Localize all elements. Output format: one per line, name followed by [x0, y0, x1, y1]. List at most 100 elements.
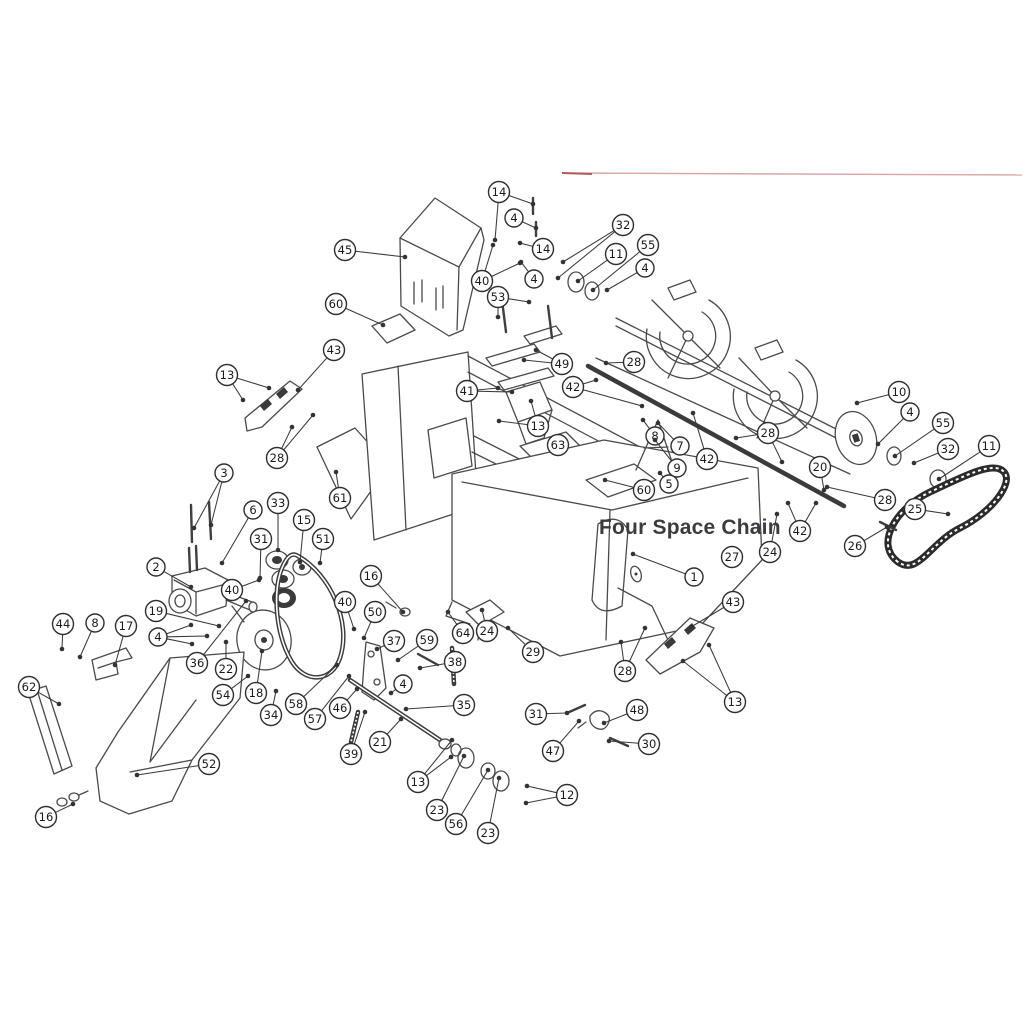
- callout-balloon: 4: [875, 402, 920, 447]
- balloon-number: 29: [526, 645, 541, 659]
- callout-balloon: 21: [368, 716, 404, 754]
- callout-balloon: 27: [720, 545, 744, 569]
- leader-line: [654, 439, 672, 462]
- balloon-number: 23: [430, 803, 445, 817]
- callout-balloon: 56: [444, 767, 491, 836]
- leader-line: [632, 553, 686, 575]
- leader-tip: [295, 387, 301, 393]
- balloon-circle: [393, 674, 413, 694]
- leader-line: [787, 502, 797, 522]
- leader-tip: [813, 500, 819, 506]
- leader-line: [299, 530, 304, 563]
- leader-line: [166, 624, 192, 635]
- balloon-circle: [504, 208, 524, 228]
- callout-balloon: 33: [266, 491, 290, 553]
- leader-tip: [243, 598, 249, 604]
- callout-balloon: 28: [265, 412, 316, 470]
- bearing-ring-part: [567, 271, 585, 293]
- leader-line: [692, 412, 705, 450]
- leader-line: [441, 755, 465, 801]
- mount-bolt-part: [189, 500, 213, 544]
- leader-line: [386, 718, 402, 735]
- balloon-number: 32: [941, 442, 956, 456]
- balloon-number: 11: [982, 439, 997, 453]
- balloon-circle: [645, 426, 665, 446]
- leader-tip: [223, 639, 229, 645]
- leader-line: [526, 785, 557, 794]
- balloon-circle: [244, 681, 268, 705]
- balloon-circle: [415, 628, 439, 652]
- leader-line: [708, 644, 732, 693]
- balloon-number: 14: [536, 242, 551, 256]
- leader-tip: [310, 412, 316, 418]
- balloon-circle: [185, 651, 209, 675]
- balloon-number: 42: [700, 452, 715, 466]
- balloon-circle: [368, 730, 392, 754]
- balloon-circle: [243, 500, 263, 520]
- balloon-circle: [85, 613, 105, 633]
- balloon-number: 30: [642, 737, 657, 751]
- balloon-number: 28: [618, 664, 633, 678]
- leader-line: [913, 452, 939, 464]
- balloon-circle: [322, 338, 346, 362]
- balloon-number: 46: [333, 701, 348, 715]
- leader-tip: [395, 657, 401, 663]
- balloon-circle: [292, 508, 316, 532]
- leader-line: [303, 664, 338, 698]
- callout-balloon: 24: [475, 607, 499, 643]
- leader-line: [772, 442, 783, 463]
- balloon-number: 13: [411, 775, 426, 789]
- balloon-circle: [214, 657, 238, 681]
- leader-tip: [655, 420, 661, 426]
- balloon-circle: [546, 433, 570, 457]
- leader-tip: [533, 225, 539, 231]
- leader-tip: [533, 347, 539, 353]
- leader-line: [363, 621, 372, 639]
- balloon-circle: [215, 363, 239, 387]
- balloon-number: 2: [152, 560, 159, 574]
- bearing-ring-part: [584, 281, 600, 301]
- balloon-circle: [455, 379, 479, 403]
- leader-tip: [361, 635, 367, 641]
- leader-tip: [362, 709, 368, 715]
- callout-balloon: 10: [854, 380, 911, 406]
- leader-line: [606, 272, 638, 291]
- leader-tip: [602, 477, 608, 483]
- balloon-circle: [220, 578, 244, 602]
- balloon-circle: [526, 414, 550, 438]
- leader-line: [61, 634, 64, 650]
- balloon-circle: [632, 478, 656, 502]
- callout-balloon: 28: [733, 421, 785, 465]
- balloon-number: 4: [906, 405, 913, 419]
- balloon-circle: [667, 458, 687, 478]
- balloon-number: 42: [566, 380, 581, 394]
- leader-tip: [189, 641, 195, 647]
- balloon-number: 63: [551, 438, 566, 452]
- leader-tip: [448, 754, 454, 760]
- callout-balloon: 4: [504, 208, 539, 231]
- callout-balloon: 31: [249, 527, 273, 581]
- balloon-circle: [51, 612, 75, 636]
- callout-balloon: 40: [220, 577, 262, 602]
- leader-line: [114, 635, 124, 666]
- balloon-circle: [425, 798, 449, 822]
- balloon-number: 38: [448, 655, 463, 669]
- balloon-circle: [524, 702, 548, 726]
- balloon-circle: [625, 698, 649, 722]
- leader-line: [256, 650, 263, 683]
- balloon-circle: [259, 703, 283, 727]
- leader-line: [498, 420, 528, 426]
- leader-line: [582, 389, 643, 407]
- balloon-circle: [359, 564, 383, 588]
- callout-balloon: 52: [134, 752, 221, 778]
- balloon-circle: [144, 599, 168, 623]
- leader-line: [546, 712, 568, 715]
- balloon-number: 34: [264, 708, 279, 722]
- leader-tip: [523, 800, 529, 806]
- balloon-number: 32: [616, 218, 631, 232]
- leader-tip: [112, 662, 118, 668]
- callout-balloon: 44: [51, 612, 75, 652]
- balloon-number: 47: [546, 744, 561, 758]
- balloon-circle: [758, 540, 782, 564]
- callout-balloon: 42: [690, 410, 719, 471]
